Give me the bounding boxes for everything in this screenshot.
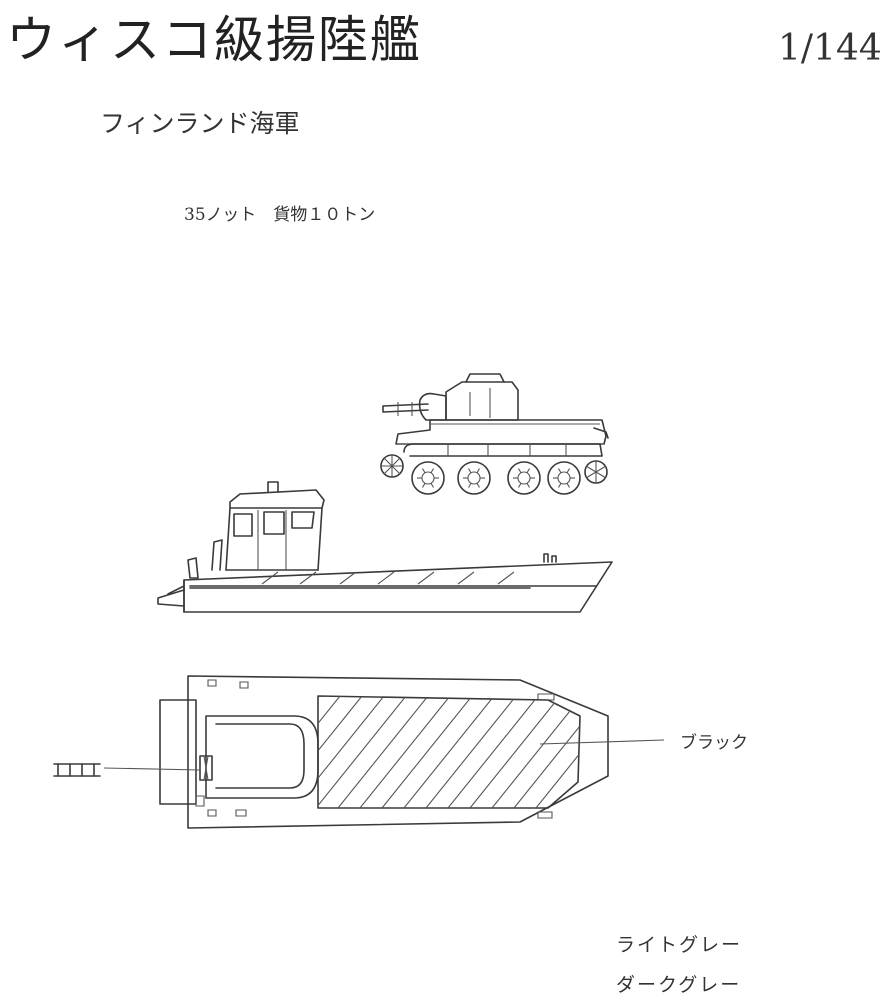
deck-hatch-line (557, 696, 580, 808)
callout-deck-black: ブラック (680, 733, 748, 753)
deck-hatch-line (535, 696, 580, 808)
navy-subtitle: フィンランド海軍 (100, 109, 300, 138)
road-wheel (507, 461, 541, 495)
deck-hatch-line (318, 696, 407, 808)
deck-hatch-line (318, 696, 385, 808)
deck-hatch-line (359, 696, 451, 808)
deck-hatch-line (447, 696, 539, 808)
deck-hatch-line (425, 696, 517, 808)
specs-line: 35ノット 貨物１０トン (184, 205, 376, 225)
deck-hatch-line (403, 696, 495, 808)
road-wheel (457, 461, 491, 495)
callout-dark-grey: ダークグレー (616, 974, 742, 996)
callout-light-grey: ライトグレー (616, 934, 743, 956)
deck-hatch-line (579, 696, 580, 808)
deck-hatch-line (602, 696, 692, 808)
sheet-title: ウィスコ級揚陸艦 (6, 11, 422, 69)
tank-side-view (380, 373, 609, 495)
deck-hatch-line (469, 696, 561, 808)
cargo-deck (317, 695, 581, 809)
deck-hatch-line (318, 696, 363, 808)
deck-hatch-line (318, 696, 341, 808)
boat-top-view (53, 675, 692, 829)
road-wheel (547, 461, 581, 495)
road-wheel (411, 461, 445, 495)
deck-hatch-line (513, 696, 580, 808)
scale-label: 1/144 (778, 28, 882, 69)
boat-side-view (157, 481, 613, 613)
deck-hatch-line (491, 696, 580, 808)
deck-hatch-line (337, 696, 429, 808)
deck-hatch-line (381, 696, 473, 808)
